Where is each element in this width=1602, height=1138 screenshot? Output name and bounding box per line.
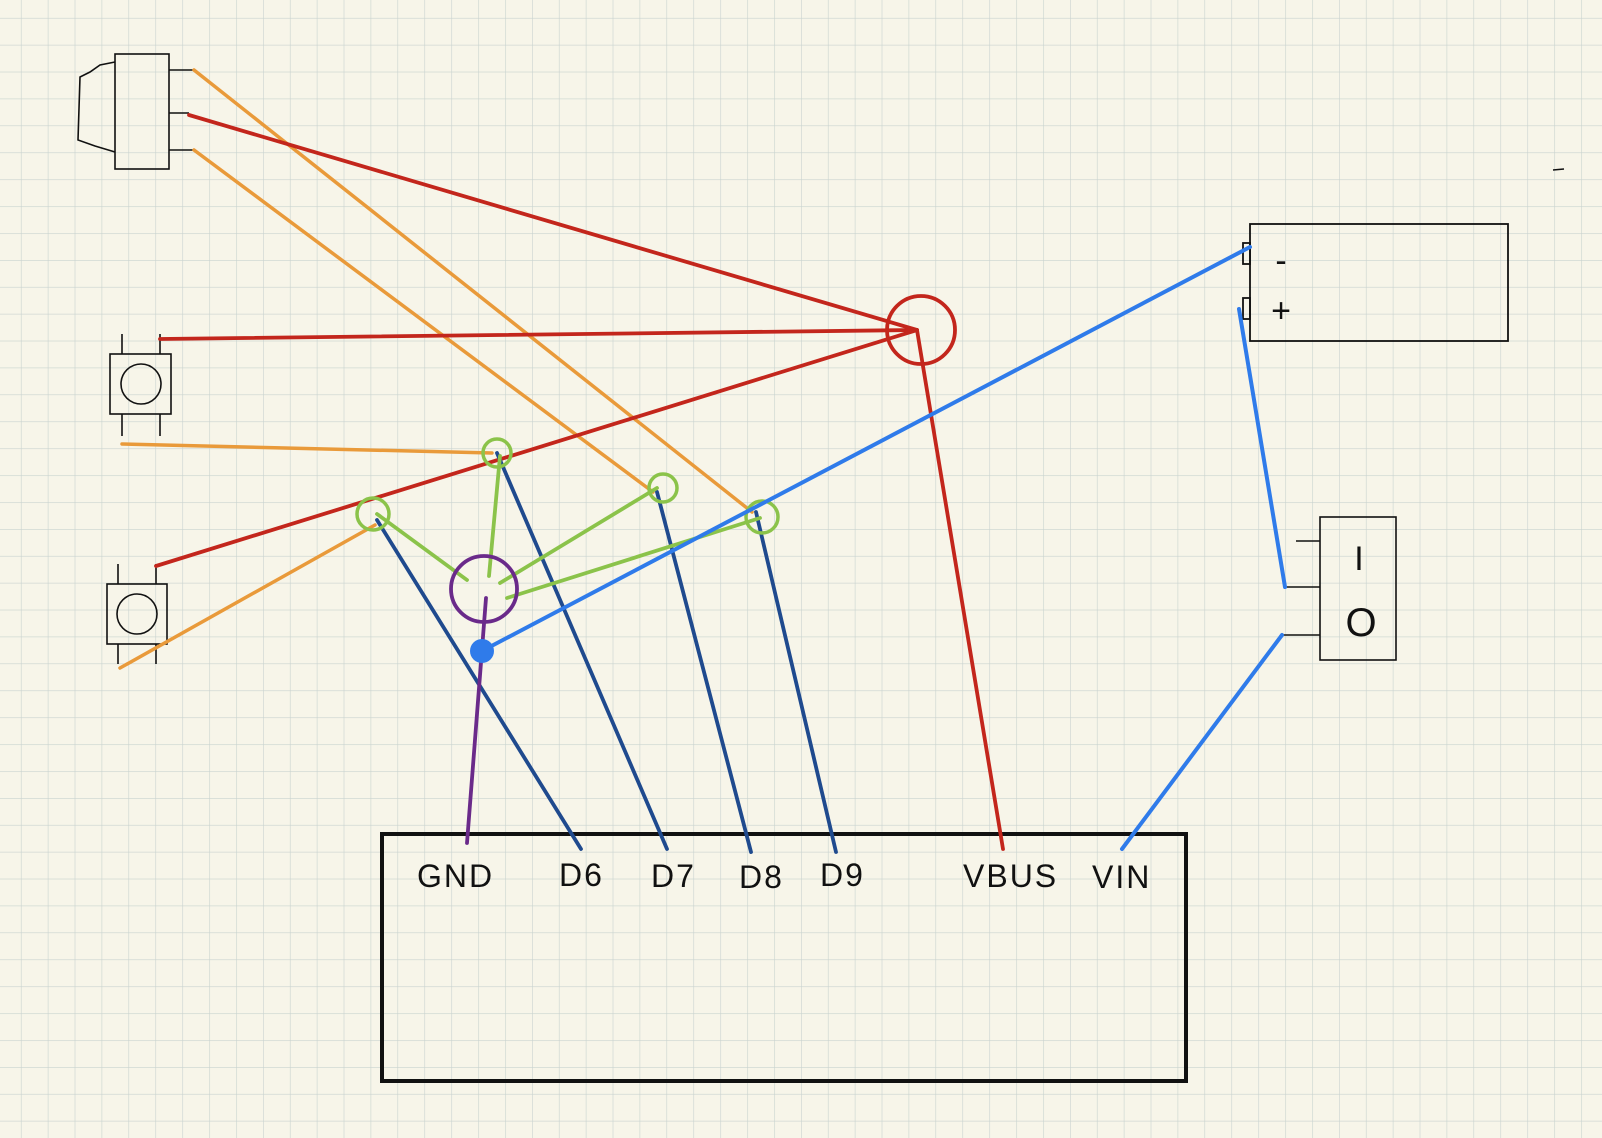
power-switch-off-label: O [1345, 601, 1376, 645]
pin-labels: GND D6 D7 D8 D9 VBUS VIN [417, 857, 1151, 895]
push-button-1 [109, 334, 172, 436]
battery-negative-junction [470, 639, 494, 663]
green-junction-nodes [355, 437, 780, 535]
battery-plus-label: + [1271, 292, 1291, 330]
pin-label-d7: D7 [651, 858, 696, 894]
pin-label-vin: VIN [1092, 859, 1151, 895]
ground-wire [465, 596, 488, 845]
stray-mark [1552, 168, 1565, 171]
toggle-switch-component [77, 53, 194, 170]
microcontroller-board [380, 832, 1188, 1083]
battery-pack [1242, 223, 1509, 342]
pin-label-vbus: VBUS [963, 858, 1058, 894]
power-switch [1282, 516, 1397, 661]
pin-label-d9: D9 [820, 857, 865, 893]
battery-wires [480, 245, 1287, 851]
power-wires [154, 113, 1005, 851]
pin-label-gnd: GND [417, 858, 494, 894]
battery-minus-label: - [1275, 242, 1286, 280]
power-switch-on-label: I [1354, 540, 1363, 578]
pin-label-d6: D6 [559, 857, 604, 893]
pin-label-d8: D8 [739, 859, 784, 895]
power-junction-node [885, 294, 957, 366]
